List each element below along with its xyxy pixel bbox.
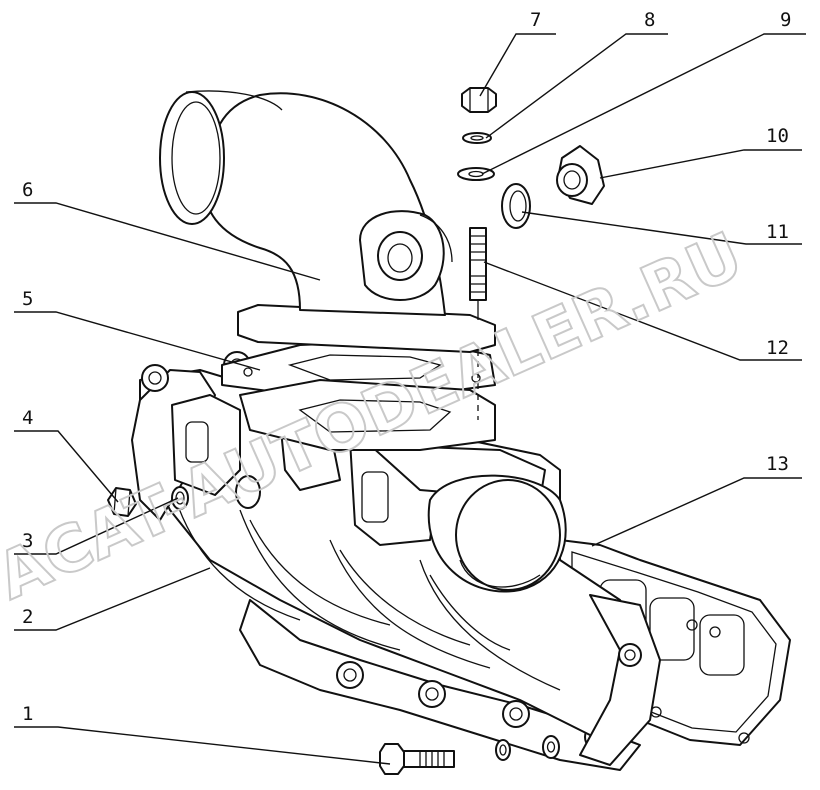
callout-6: 6	[22, 179, 33, 201]
callout-2: 2	[22, 606, 33, 628]
part-6-exhaust-elbow	[159, 90, 496, 353]
callout-8: 8	[644, 9, 655, 31]
leader-lines	[14, 33, 806, 765]
part-7-hex-nut	[461, 87, 497, 113]
callout-12: 12	[766, 337, 789, 359]
part-9-flat-washer	[457, 167, 495, 181]
callout-4: 4	[22, 407, 33, 429]
part-1-bolt	[379, 743, 455, 775]
callout-11: 11	[766, 221, 789, 243]
part-2-exhaust-manifold	[131, 351, 661, 771]
part-12-stud	[469, 227, 487, 420]
callout-9: 9	[780, 9, 791, 31]
callout-1: 1	[22, 703, 33, 725]
callout-13: 13	[766, 453, 789, 475]
part-1-washers	[495, 735, 560, 761]
part-3-seal-ring	[171, 486, 189, 510]
callout-5: 5	[22, 288, 33, 310]
callout-3: 3	[22, 530, 33, 552]
callout-7: 7	[530, 9, 541, 31]
callout-10: 10	[766, 125, 789, 147]
part-10-plug	[556, 145, 605, 205]
part-8-lock-washer	[462, 132, 492, 144]
manifold-outlet-adapter	[239, 379, 496, 451]
part-11-seal-ring	[501, 183, 531, 229]
part-4-plug	[107, 487, 137, 517]
callout-labels: 1 2 3 4 5 6 7 8 9 10 11 12 13	[22, 9, 791, 725]
